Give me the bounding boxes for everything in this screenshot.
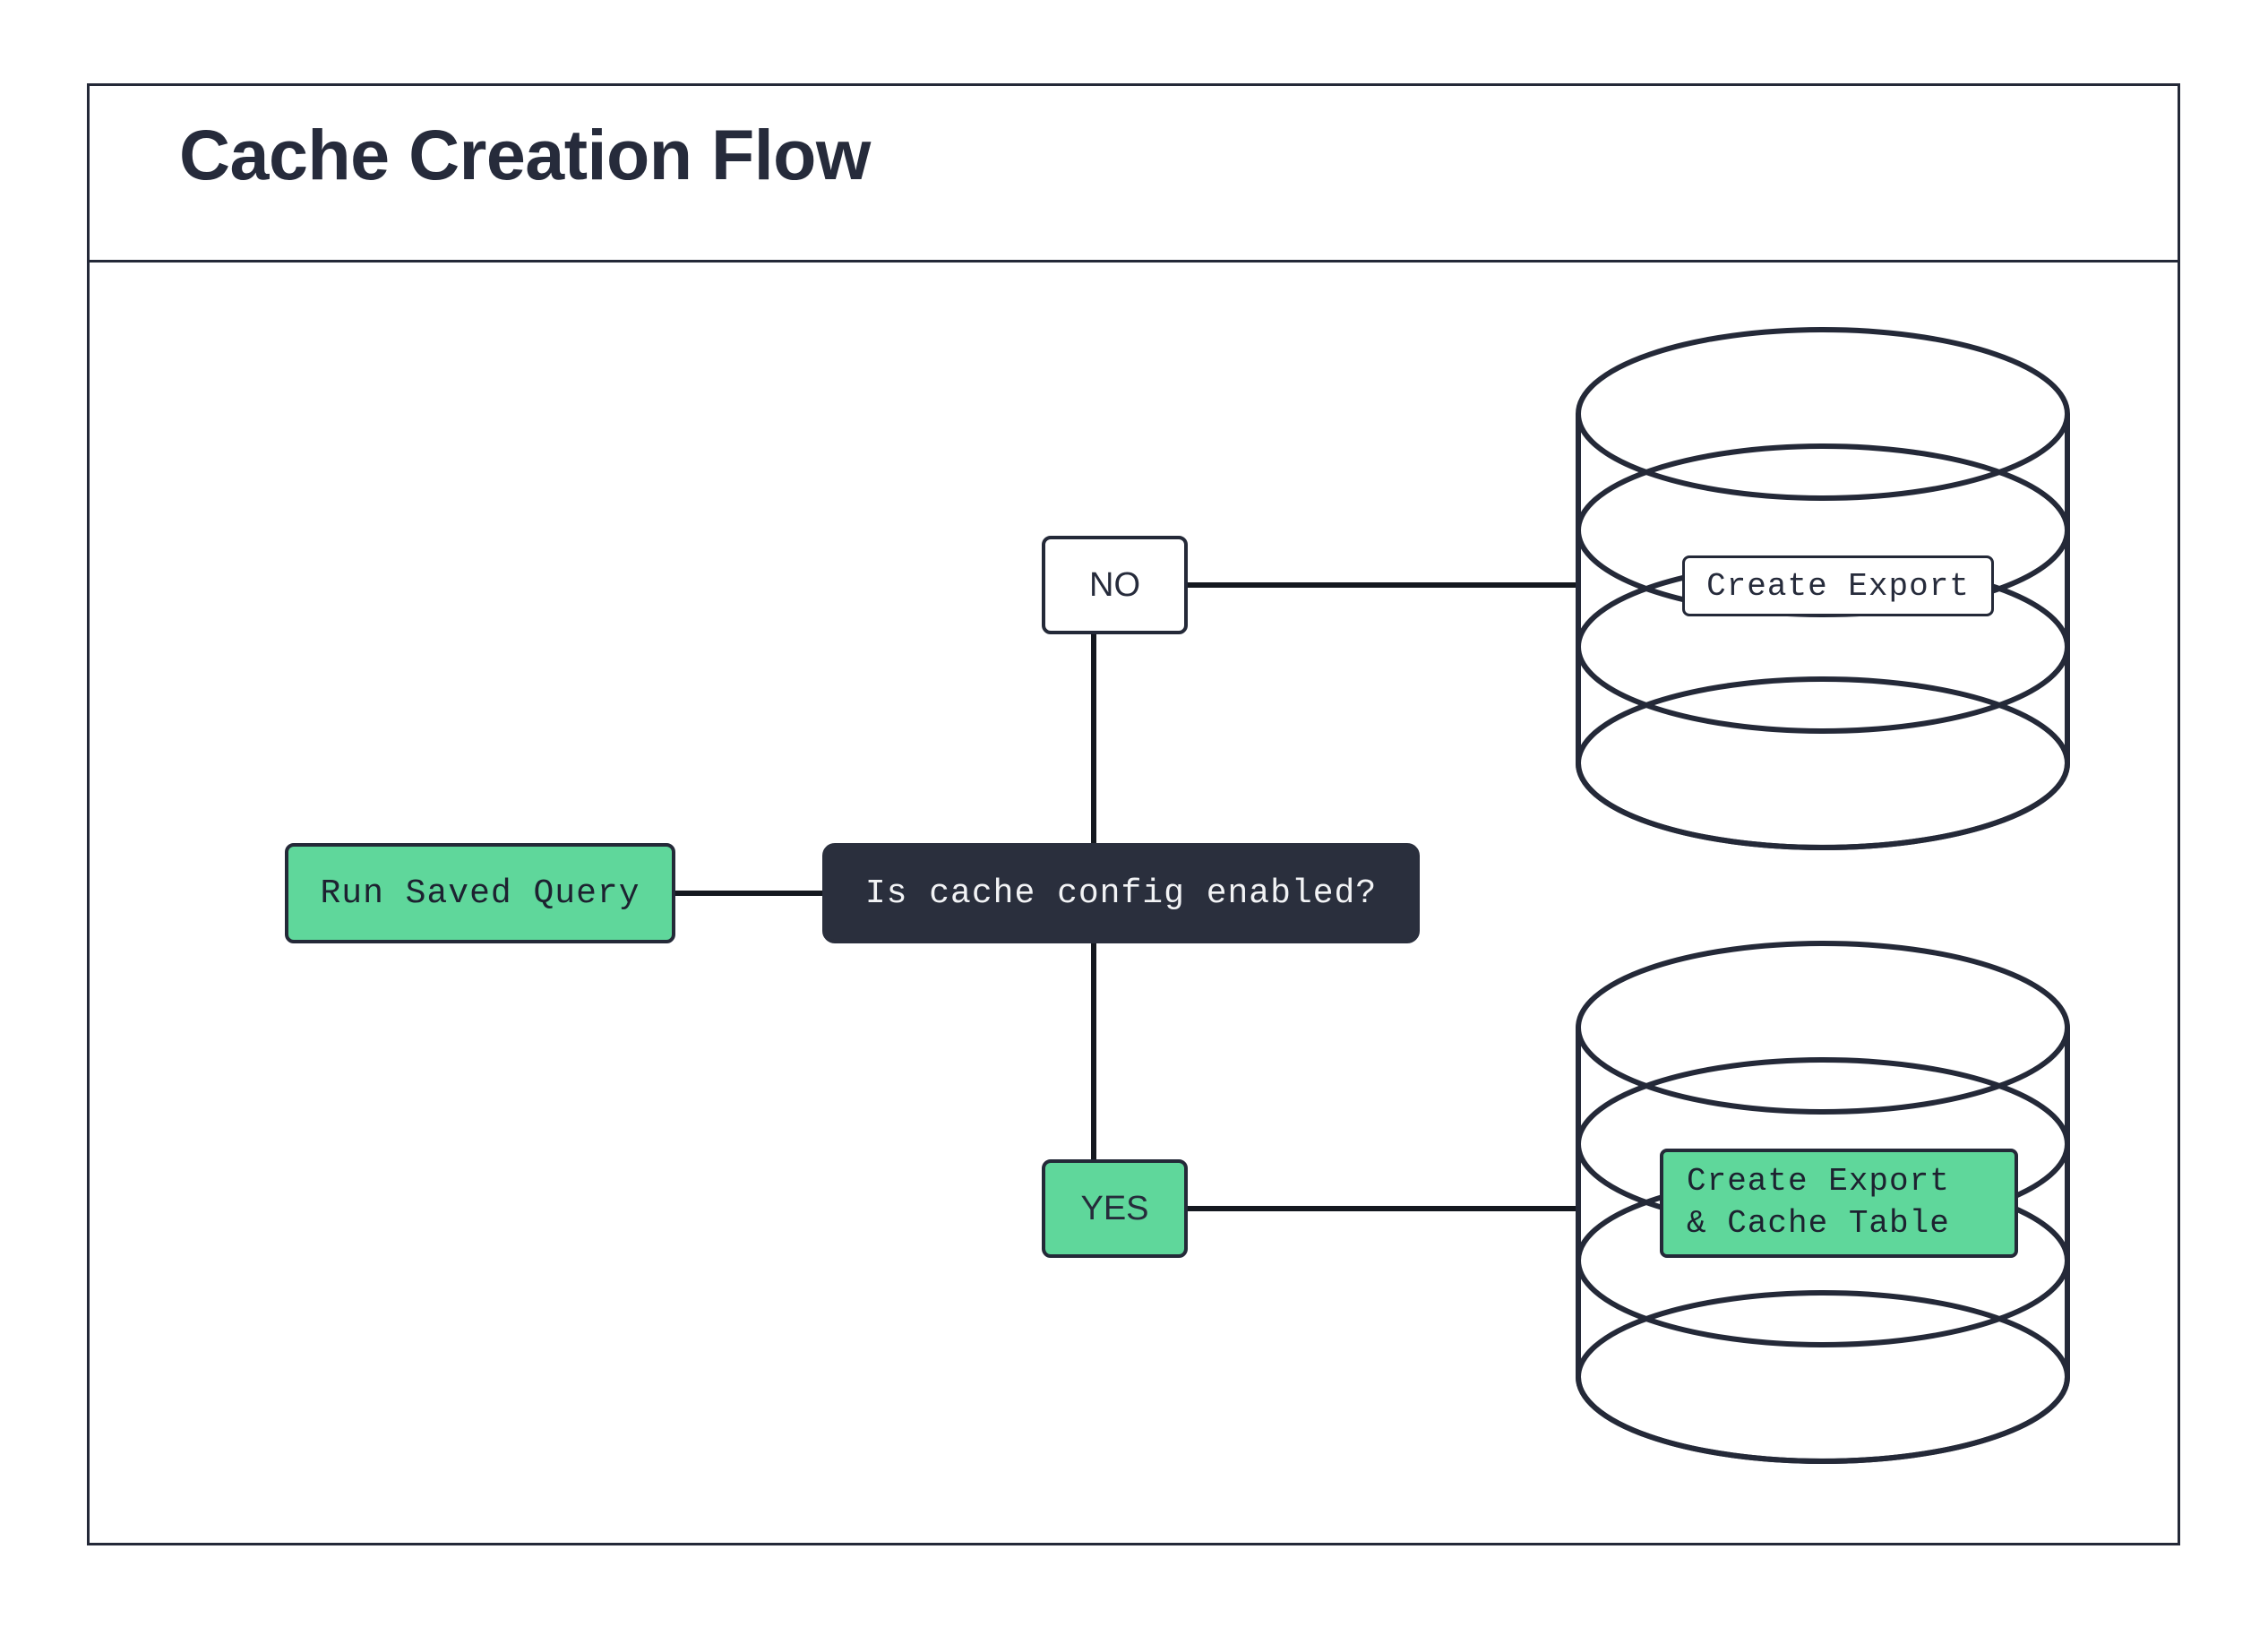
node-run-saved-query[interactable]: Run Saved Query: [285, 843, 675, 943]
diagram-header: [90, 86, 2178, 263]
diagram-frame: [87, 83, 2180, 1545]
node-label-create-export-and-cache-table[interactable]: Create Export & Cache Table: [1660, 1149, 2018, 1258]
node-branch-yes[interactable]: YES: [1042, 1159, 1188, 1258]
node-label-line-1: Create Export: [1687, 1163, 1950, 1201]
node-decision-is-cache-config-enabled[interactable]: Is cache config enabled?: [822, 843, 1420, 943]
node-label-line-2: & Cache Table: [1687, 1205, 1950, 1242]
node-label-create-export[interactable]: Create Export: [1682, 555, 1994, 616]
page-title: Cache Creation Flow: [179, 115, 871, 194]
node-branch-no[interactable]: NO: [1042, 536, 1188, 634]
